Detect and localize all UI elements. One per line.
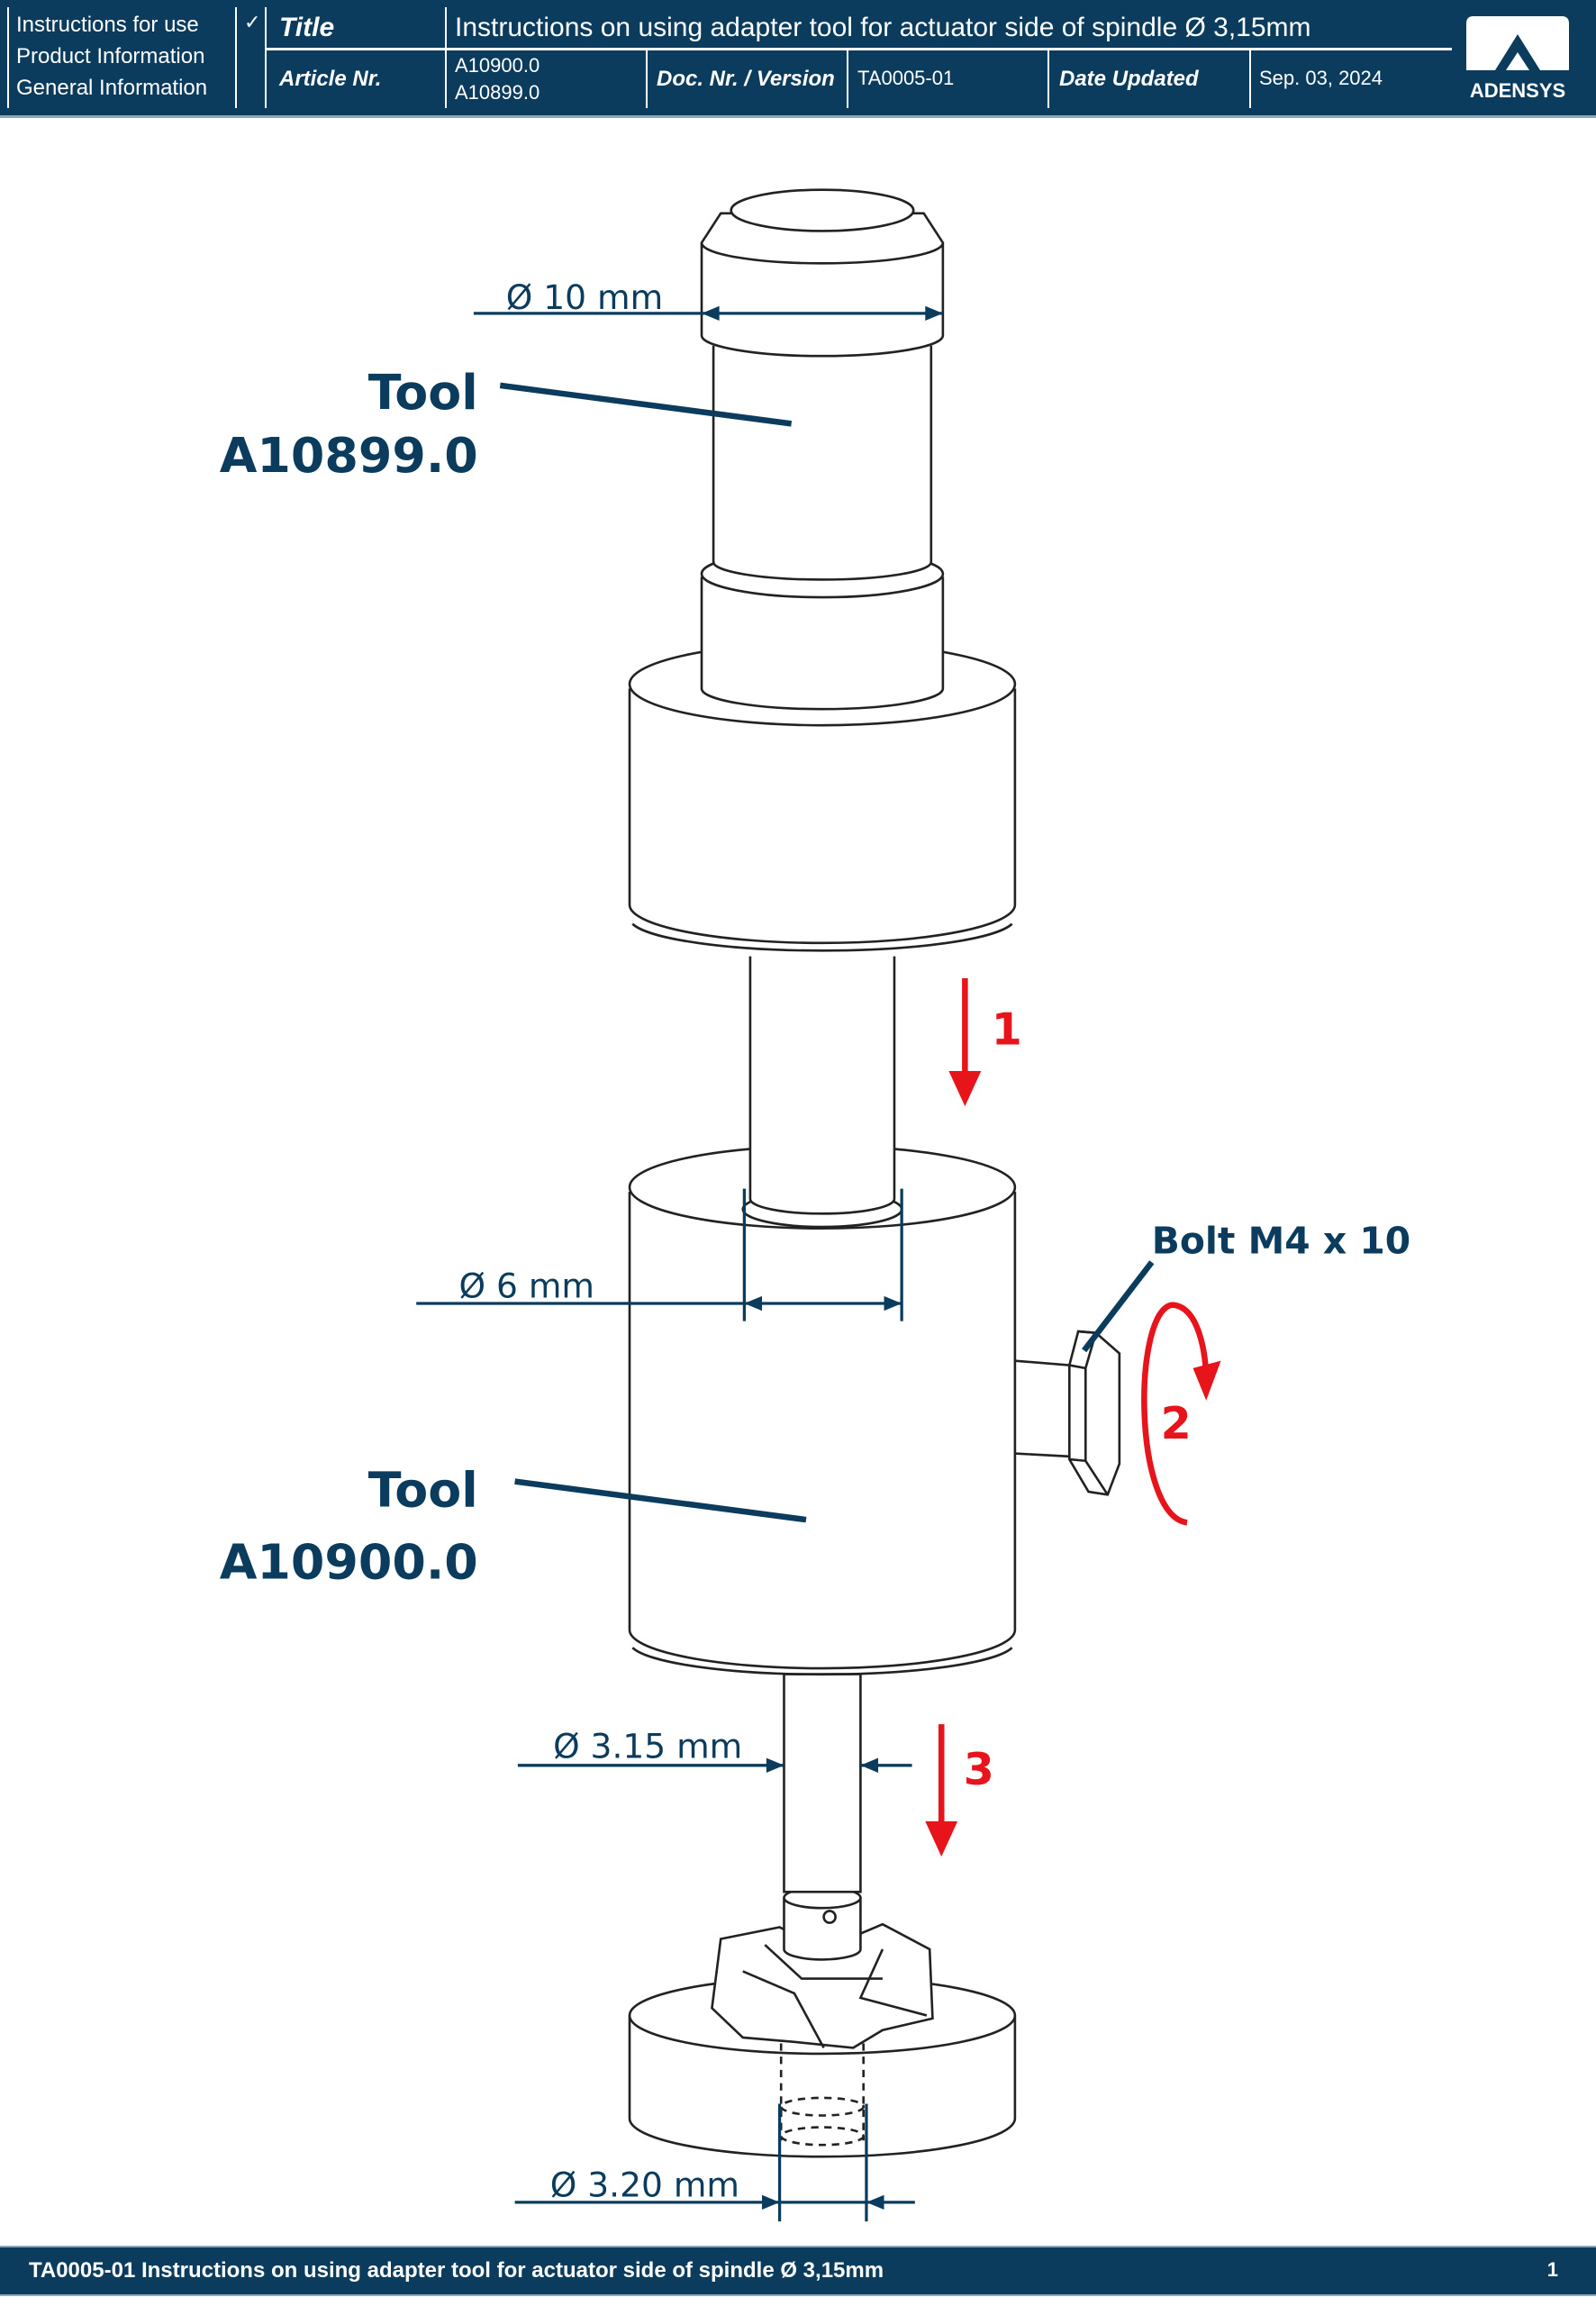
date-updated-label: Date Updated [1059,67,1199,91]
dim-spindle-label: Ø 3.15 mm [553,1727,742,1766]
nav-general-information: General Information [16,76,208,100]
tool-top-number: A10899.0 [220,427,478,484]
date-updated-value: Sep. 03, 2024 [1259,67,1383,89]
dim-hole-label: Ø 3.20 mm [550,2165,739,2204]
document-footer: TA0005-01 Instructions on using adapter … [0,2246,1596,2296]
adensys-logo: ADENSYS [1461,14,1574,108]
article-value-1: A10900.0 [455,54,540,77]
page-number: 1 [1546,2258,1558,2281]
step3-label: 3 [964,1744,994,1795]
tool-bottom-number: A10900.0 [220,1533,478,1590]
doc-version-value: TA0005-01 [857,67,955,89]
article-value-2: A10899.0 [455,81,540,104]
logo-mark-icon [1466,16,1569,70]
dim-top-label: Ø 10 mm [506,277,663,317]
document-header: Instructions for use Product Information… [0,0,1596,118]
logo-text: ADENSYS [1469,79,1566,102]
step2-label: 2 [1161,1398,1192,1449]
bolt-label: Bolt M4 x 10 [1152,1219,1410,1262]
footer-title: TA0005-01 Instructions on using adapter … [29,2258,884,2283]
tool-bottom-label: Tool [368,1461,478,1518]
article-label: Article Nr. [279,67,382,91]
nav-product-information: Product Information [16,44,205,68]
bolt-head [1068,1330,1121,1496]
tool-top-label: Tool [368,364,478,421]
tool-a10900-body [628,1191,1017,1670]
tool-a10899-flange [628,688,1017,945]
title-label: Title [279,13,335,42]
nav-instructions-for-use: Instructions for use [16,13,199,37]
document-title: Instructions on using adapter tool for a… [455,13,1311,42]
step2-rotation-arrow [1141,1302,1210,1526]
step1-label: 1 [992,1004,1022,1056]
doc-version-label: Doc. Nr. / Version [657,67,835,91]
dim-mid-label: Ø 6 mm [459,1266,594,1305]
check-icon: ✓ [244,11,261,33]
base-disc [628,2015,1017,2158]
